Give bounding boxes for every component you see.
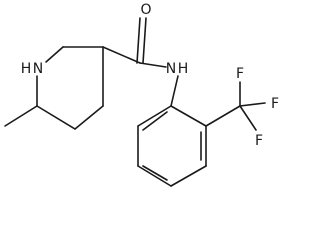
bond-c-f-right — [239, 102, 266, 107]
amide-nitrogen-n: N — [166, 61, 176, 77]
aryl-bond-4 — [137, 165, 172, 187]
piperidine-ring — [36, 46, 104, 130]
carbonyl-double-bond-b — [142, 17, 147, 64]
bond-c-f-bottom — [239, 105, 257, 131]
methyl-bond — [4, 105, 38, 127]
ring-nitrogen-label: H N — [21, 61, 44, 77]
fluorine-top-label: F — [236, 66, 244, 82]
bond-n-aryl — [170, 75, 179, 107]
bond-c5-c6 — [36, 105, 76, 130]
bond-c4-c5 — [74, 105, 104, 130]
aryl-bond-3 — [170, 165, 207, 187]
fluorine-bottom-label: F — [255, 133, 263, 149]
amide-nitrogen-h: H — [178, 61, 189, 77]
aryl-bond-6 — [137, 105, 172, 127]
bond-carbonyl-n — [139, 62, 167, 68]
carbonyl-double-bond-a — [136, 17, 141, 64]
ring-nitrogen-h: H — [21, 61, 32, 77]
aryl-inner-bond-3 — [142, 111, 168, 131]
ring-nitrogen-n: N — [33, 61, 43, 77]
molecule-structure: H N O N H F F F — [4, 2, 279, 187]
benzene-ring — [137, 105, 207, 187]
bond-n1-c2 — [45, 46, 64, 63]
aryl-inner-bond-2 — [142, 165, 168, 181]
carboxamide-group — [102, 17, 179, 107]
fluorine-right-label: F — [271, 96, 279, 112]
trifluoromethyl-group — [205, 81, 266, 131]
bond-c3-carbonyl — [102, 46, 141, 64]
carbonyl-oxygen-label: O — [140, 2, 151, 18]
bond-aryl-cf3 — [205, 105, 241, 127]
amide-nitrogen-label: N H — [166, 61, 189, 77]
aryl-bond-1 — [170, 105, 207, 127]
